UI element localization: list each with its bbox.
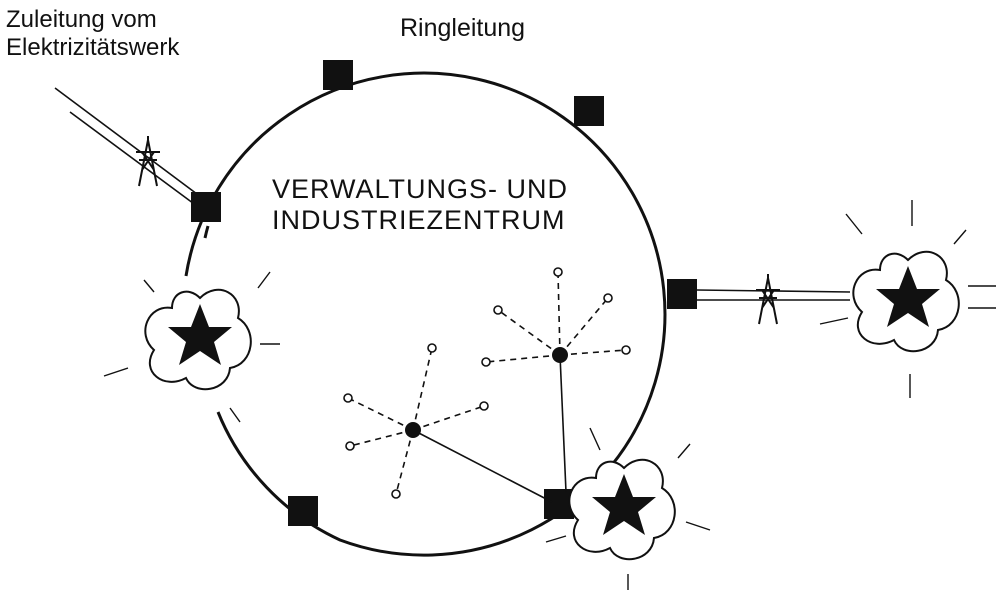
supply-label-line-1: Zuleitung vom: [6, 6, 157, 33]
station-square: [667, 279, 697, 309]
explosion-icon: [103, 271, 280, 423]
supply-label-line-2: Elektrizitätswerk: [6, 34, 180, 61]
station-square: [323, 60, 353, 90]
supply-lines: [54, 87, 206, 213]
center-label: VERWALTUNGS- UND INDUSTRIEZENTRUM: [272, 174, 568, 236]
station-square: [574, 96, 604, 126]
center-label-line-2: INDUSTRIEZENTRUM: [272, 205, 566, 235]
pylon-icon: [755, 273, 781, 325]
explosion-icon: [819, 200, 996, 398]
explosion-icon: [545, 427, 711, 590]
distribution-network: [347, 271, 627, 503]
supply-label: Zuleitung vom Elektrizitätswerk: [6, 6, 179, 62]
pylon-icon: [135, 135, 161, 187]
station-square: [191, 192, 221, 222]
station-square: [288, 496, 318, 526]
ring-line: [184, 71, 667, 557]
hub-node: [405, 422, 421, 438]
hub-node: [552, 347, 568, 363]
center-label-line-1: VERWALTUNGS- UND: [272, 174, 569, 204]
ring-label: Ringleitung: [400, 14, 526, 42]
distribution-hubs: [405, 347, 568, 438]
distribution-nodes: [343, 267, 631, 499]
